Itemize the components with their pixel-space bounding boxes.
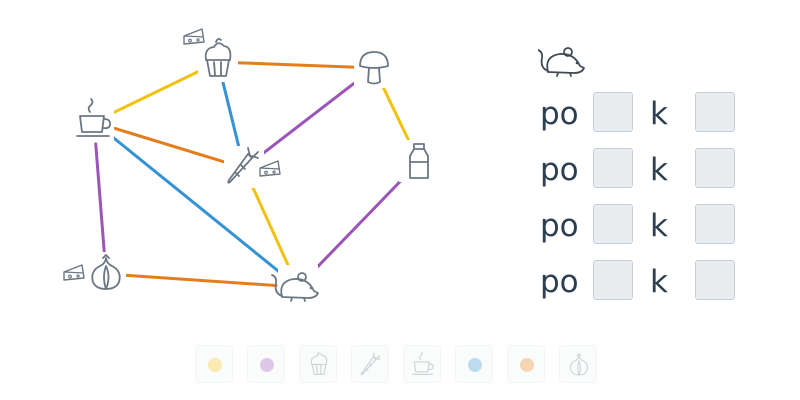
tray-tile-purple[interactable] <box>247 345 285 383</box>
cupcake-icon <box>310 352 328 375</box>
carrot-icon <box>360 352 381 376</box>
tray-tile-blue[interactable] <box>455 345 493 383</box>
milk-bottle-icon[interactable] <box>399 140 439 182</box>
cupcake-icon[interactable] <box>198 39 238 82</box>
row-middle: k <box>650 208 668 244</box>
edge-mushroom-milk <box>380 82 413 148</box>
mouse-icon <box>538 47 585 77</box>
cheese-icon <box>183 28 205 45</box>
edge-mushroom-carrot <box>256 77 362 159</box>
edge-coffee-cupcake <box>112 68 204 114</box>
carrot-icon[interactable] <box>224 146 264 188</box>
answer-slot-1[interactable] <box>593 260 633 300</box>
edge-carrot-mouse <box>249 182 291 269</box>
coffee-cup-icon <box>411 352 434 375</box>
color-dot <box>520 358 534 372</box>
coffee-cup-icon[interactable] <box>74 99 114 142</box>
answer-panel: po k po k po k po k <box>530 40 760 310</box>
color-dot <box>468 358 482 372</box>
tray-tile-garlic-icon[interactable] <box>559 345 597 383</box>
color-dot <box>208 358 222 372</box>
answer-slot-1[interactable] <box>593 92 633 132</box>
row-prefix: po <box>540 96 579 132</box>
edge-garlic-mouse <box>124 273 278 288</box>
answer-row: po k <box>540 204 750 250</box>
answer-row: po k <box>540 148 750 194</box>
edge-cupcake-carrot <box>220 77 242 153</box>
answer-row: po k <box>540 260 750 306</box>
row-middle: k <box>650 152 668 188</box>
row-prefix: po <box>540 208 579 244</box>
tray-tile-orange[interactable] <box>507 345 545 383</box>
row-middle: k <box>650 264 668 300</box>
answer-row: po k <box>540 92 750 138</box>
cheese-icon <box>63 264 85 281</box>
tray-tile-cupcake-icon[interactable] <box>299 345 337 383</box>
tray-tile-coffee-cup-icon[interactable] <box>403 345 441 383</box>
color-dot <box>260 358 274 372</box>
answer-slot-2[interactable] <box>695 92 735 132</box>
graph-nodes <box>63 28 439 307</box>
row-prefix: po <box>540 152 579 188</box>
edge-milk-mouse <box>311 173 408 273</box>
answer-slot-1[interactable] <box>593 204 633 244</box>
cheese-icon <box>259 160 281 177</box>
tile-tray <box>195 345 615 385</box>
answer-slot-1[interactable] <box>593 148 633 188</box>
answer-slot-2[interactable] <box>695 204 735 244</box>
garlic-icon[interactable] <box>86 252 126 294</box>
mouse-icon[interactable] <box>272 265 318 307</box>
tray-tile-yellow[interactable] <box>195 345 233 383</box>
edge-cupcake-mushroom <box>234 61 358 69</box>
edge-coffee-garlic <box>94 142 106 256</box>
edge-coffee-carrot <box>113 126 229 165</box>
garlic-icon <box>569 353 589 376</box>
graph-edges <box>94 61 413 288</box>
edge-coffee-mouse <box>109 134 283 275</box>
row-middle: k <box>650 96 668 132</box>
mushroom-icon[interactable] <box>354 46 394 88</box>
answer-slot-2[interactable] <box>695 260 735 300</box>
answer-slot-2[interactable] <box>695 148 735 188</box>
tray-tile-carrot-icon[interactable] <box>351 345 389 383</box>
row-prefix: po <box>540 264 579 300</box>
